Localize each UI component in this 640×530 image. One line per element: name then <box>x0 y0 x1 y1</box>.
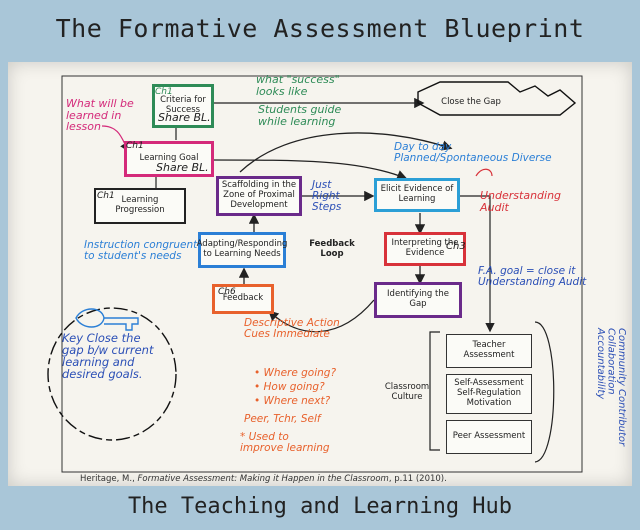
box-learning-goal: Learning Goal <box>124 141 214 177</box>
feedback-loop-label: Feedback Loop <box>309 239 355 259</box>
note-how-going: • How going? <box>254 381 325 393</box>
box-feedback: Feedback <box>212 284 274 314</box>
box-learning-progression: Learning Progression <box>94 188 186 224</box>
note-ch1-criteria: Ch1 <box>155 87 173 97</box>
note-instruction: Instruction congruent to student's needs <box>84 239 198 263</box>
citation-page: , p.11 (2010). <box>388 474 447 484</box>
box-adapting: Adapting/Responding to Learning Needs <box>197 232 287 268</box>
box-peer-assessment: Peer Assessment <box>446 420 532 454</box>
box-criteria-success: Criteria for Success <box>152 84 214 128</box>
note-ch1-goal: Ch1 <box>126 141 144 151</box>
culture-bracket-right <box>534 321 555 463</box>
diagram-paper <box>8 62 632 486</box>
note-share-bl-1: Share BL. <box>158 111 211 124</box>
note-just-right: Just Right Steps <box>312 179 342 214</box>
footer-hub: The Teaching and Learning Hub <box>127 494 513 519</box>
culture-bracket-left <box>429 331 440 451</box>
note-what-learned: What will be learned in lesson <box>66 97 134 134</box>
note-ch3: Ch3 <box>446 241 466 252</box>
citation-book: Formative Assessment: Making it Happen i… <box>137 474 389 484</box>
note-where-going: • Where going? <box>254 367 337 379</box>
note-what-success: what "success" looks like <box>256 73 340 98</box>
outer-frame <box>61 75 583 473</box>
note-community: Community Contributor Collaboration Acco… <box>595 328 627 447</box>
arrow-goal-elicit <box>211 159 408 180</box>
citation: Heritage, M., Formative Assessment: Maki… <box>80 474 447 484</box>
key-shape-outline <box>417 81 577 116</box>
page-title: The Formative Assessment Blueprint <box>55 14 585 43</box>
box-teacher-assessment: Teacher Assessment <box>446 334 532 368</box>
arrow-identify-feedback <box>268 299 375 333</box>
note-where-next: • Where next? <box>254 395 331 407</box>
note-key: Key Close the gap b/w current learning a… <box>62 331 154 382</box>
note-fa-goal: F.A. goal = close it Understanding Audit <box>478 265 587 289</box>
box-identifying-gap: Identifying the Gap <box>374 282 462 318</box>
note-understanding-audit: Understanding Audit <box>480 189 562 214</box>
key-icon <box>75 308 139 331</box>
note-share-bl-2: Share BL. <box>156 161 209 174</box>
note-ch6: Ch6 <box>218 287 236 297</box>
note-day-to-day: Day to day Planned/Spontaneous Diverse <box>394 141 552 165</box>
red-pointer-arrow <box>475 168 493 177</box>
box-self-assessment: Self-Assessment Self-Regulation Motivati… <box>446 374 532 414</box>
arrow-elicit-teacher <box>460 195 495 333</box>
classroom-culture-label: Classroom Culture <box>384 382 430 402</box>
note-ch1-progression: Ch1 <box>97 191 115 201</box>
arrow-loop-top <box>239 132 453 173</box>
box-scaffolding: Scaffolding in the Zone of Proximal Deve… <box>216 176 302 216</box>
box-elicit-evidence: Elicit Evidence of Learning <box>374 178 460 212</box>
note-students-guide: Students guide while learning <box>258 103 342 128</box>
note-peer-tchr: Peer, Tchr, Self <box>244 413 321 425</box>
note-used-to-improve: * Used to improve learning <box>240 431 330 455</box>
box-interpreting: Interpreting the Evidence <box>384 232 466 266</box>
key-thought-cloud <box>47 307 177 441</box>
note-descriptive: Descriptive Action Cues Immediate <box>244 317 340 341</box>
citation-author: Heritage, M., <box>80 474 135 484</box>
box-close-gap: Close the Gap <box>441 97 501 108</box>
